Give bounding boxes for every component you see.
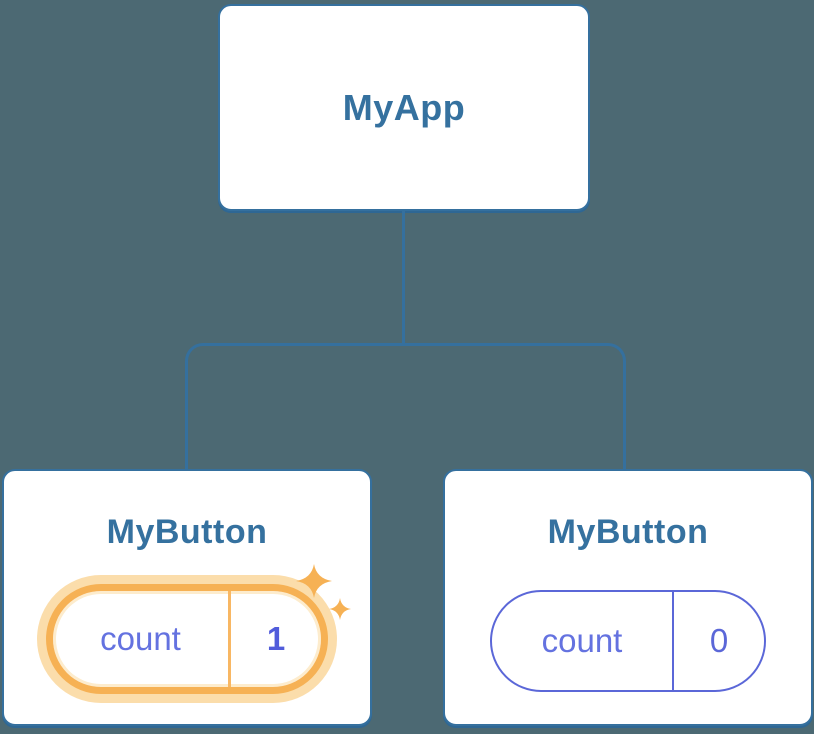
tree-connector-branch [185, 343, 626, 470]
state-key-label: count [100, 620, 181, 657]
state-pill-idle: count 0 [490, 590, 766, 692]
component-node-mybutton-right: MyButton count 0 [443, 469, 813, 726]
tree-connector-stem [402, 209, 405, 345]
state-value: 1 [266, 620, 286, 657]
state-pill-active: count 1 [46, 564, 351, 694]
component-label-mybutton-left: MyButton [106, 513, 268, 551]
component-label-mybutton-right: MyButton [547, 513, 709, 551]
state-pill-divider [228, 591, 231, 687]
state-pill-divider [672, 592, 674, 690]
component-label-root: MyApp [342, 86, 466, 128]
component-node-mybutton-left: MyButton count 1 [2, 469, 372, 726]
component-node-root: MyApp [218, 4, 590, 211]
state-key-label: count [541, 622, 623, 659]
state-value: 0 [709, 622, 729, 659]
